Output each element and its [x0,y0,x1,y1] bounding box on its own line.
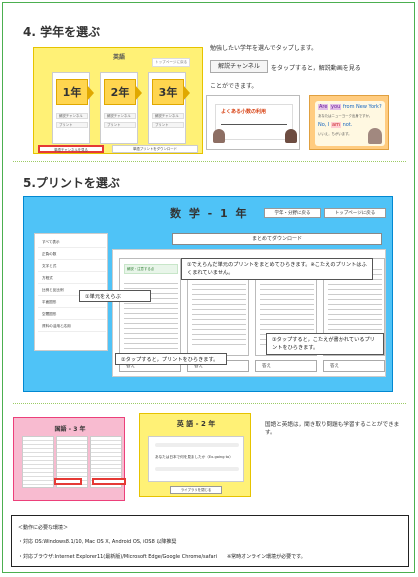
grade2-print-row[interactable]: プリント [104,122,136,128]
grade2-channel-row[interactable]: 解説チャンネル [104,113,136,119]
step4-desc-2: をタップすると，解説動画を見る [271,65,361,72]
callout-download-all: ①でえらんだ単元のプリントをまとめてひらきます。※こたえのプリントはふくまれてい… [181,258,373,280]
japanese-listening-panel: 国語 - 3 年 [13,417,126,501]
highlight-word: Are [318,104,329,110]
audio-player: あなたは日本で何を見ましたか（Ex.going to） [148,436,244,482]
character-icon [213,129,225,143]
english-text: from New York? [342,104,382,110]
panel-subject: 英語 [112,54,125,61]
step4-title: 4. 学年を選ぶ [23,25,101,39]
listening-button[interactable] [54,478,82,485]
sidebar-item-unit[interactable]: 比例と反比例 [38,286,106,296]
download-all-button[interactable]: まとめてダウンロード [172,233,382,245]
grade-select-panel: 英語 トップページに戻る 1年 解説チャンネル プリント 2年 解説チャンネル … [33,47,203,154]
answer-button[interactable]: 答え [323,360,385,372]
video-title: よくある小数の利用 [221,109,267,115]
word-print-button[interactable]: 単語プリントをダウンロード [112,145,198,153]
sidebar-item-all[interactable]: すべて表示 [38,238,106,248]
step4-desc-1: 勉強したい学年を選んでタップします。 [210,45,318,52]
english-line-1: Are you from New York? [318,104,382,110]
grade-card-1[interactable]: 1年 解説チャンネル プリント [52,72,94,144]
sidebar-item-unit[interactable]: 資料の活用と応用 [38,322,106,332]
print-card[interactable]: 解説・注意する点 [119,258,181,356]
requirements-header: ＜動作に必要な環境＞ [18,525,69,531]
grade-label-3: 3年 [152,79,190,105]
english-listening-panel: 英 語 - 2 年 あなたは日本で何を見ましたか（Ex.going to） ライ… [139,413,251,497]
grade1-channel-row[interactable]: 解説チャンネル [56,113,88,119]
grade1-print-row[interactable]: プリント [56,122,88,128]
audio-question: あなたは日本で何を見ましたか（Ex.going to） [155,455,233,459]
highlight-word: you [330,104,342,110]
whiteboard [215,104,293,140]
sidebar-item-unit[interactable]: 文字と式 [38,262,106,272]
back-to-top-button[interactable]: トップページに戻る [324,208,386,218]
sidebar-item-unit[interactable]: 空間図形 [38,310,106,320]
grade3-channel-row[interactable]: 解説チャンネル [152,113,184,119]
requirements-os: ・対応 OS:Windows8.1/10, Mac OS X, Android … [18,539,177,545]
character-icon [285,129,297,143]
word-channel-button[interactable]: 単語チャンネルを見る [38,145,104,153]
video-thumbnail-math[interactable]: よくある小数の利用 [206,95,300,150]
step4-desc-3: ことができます。 [210,83,258,90]
close-library-button[interactable]: ライブラリを閉じる [170,486,222,494]
japanese-line-2: いいえ，ちがいます。 [318,132,352,136]
requirements-browser: ・対応ブラウザ:Internet Explorer11(最新版)/Microso… [18,554,306,560]
answer-button[interactable]: 答え [255,360,317,372]
character-icon [368,128,382,144]
section-divider [13,161,406,162]
callout-open-print: ②タップすると，プリントをひらきます。 [115,353,227,365]
back-to-grade-button[interactable]: 学年・分野に戻る [264,208,321,218]
english-text: not. [342,122,353,128]
english-text: No, I [318,122,330,128]
callout-open-answer: ③タップすると，こたえが書かれているプリントをひらきます。 [266,333,384,355]
grade-label-2: 2年 [104,79,142,105]
panel-title: 国語 - 3 年 [54,426,86,433]
top-page-link[interactable]: トップページに戻る [152,58,191,67]
english-line-2: No, I am not. [318,122,352,128]
japanese-line-1: あなたはニューヨーク出身ですか。 [318,114,373,118]
panel-title: 数 学 - 1 年 [170,207,249,220]
number-line [221,124,287,125]
section-divider [13,403,406,404]
panel-title: 英 語 - 2 年 [176,420,216,428]
page-frame: 4. 学年を選ぶ 英語 トップページに戻る 1年 解説チャンネル プリント 2年… [2,2,415,573]
grade-card-3[interactable]: 3年 解説チャンネル プリント [148,72,190,144]
audio-progress-bar[interactable] [155,467,239,471]
grade3-print-row[interactable]: プリント [152,122,184,128]
listening-desc: 国語と英語は，聞き取り問題も学習することができます。 [265,422,400,436]
print-header: 解説・注意する点 [124,264,178,274]
explanation-channel-button[interactable]: 解説チャンネル [210,60,268,73]
highlight-word: am [331,122,341,128]
listening-button[interactable] [92,478,126,485]
grade-card-2[interactable]: 2年 解説チャンネル プリント [100,72,142,144]
callout-select-unit: ①単元をえらぶ [79,290,151,302]
requirements-box: ＜動作に必要な環境＞ ・対応 OS:Windows8.1/10, Mac OS … [11,515,409,567]
audio-progress-bar[interactable] [155,443,239,447]
step5-title: 5.プリントを選ぶ [23,176,120,190]
print-card[interactable] [22,436,54,488]
video-thumbnail-english[interactable]: Are you from New York? あなたはニューヨーク出身ですか。 … [309,95,389,150]
sidebar-item-unit[interactable]: 方程式 [38,274,106,284]
sidebar-item-unit[interactable]: 正負の数 [38,250,106,260]
grade-label-1: 1年 [56,79,94,105]
sidebar-item-unit[interactable]: 平面図形 [38,298,106,308]
